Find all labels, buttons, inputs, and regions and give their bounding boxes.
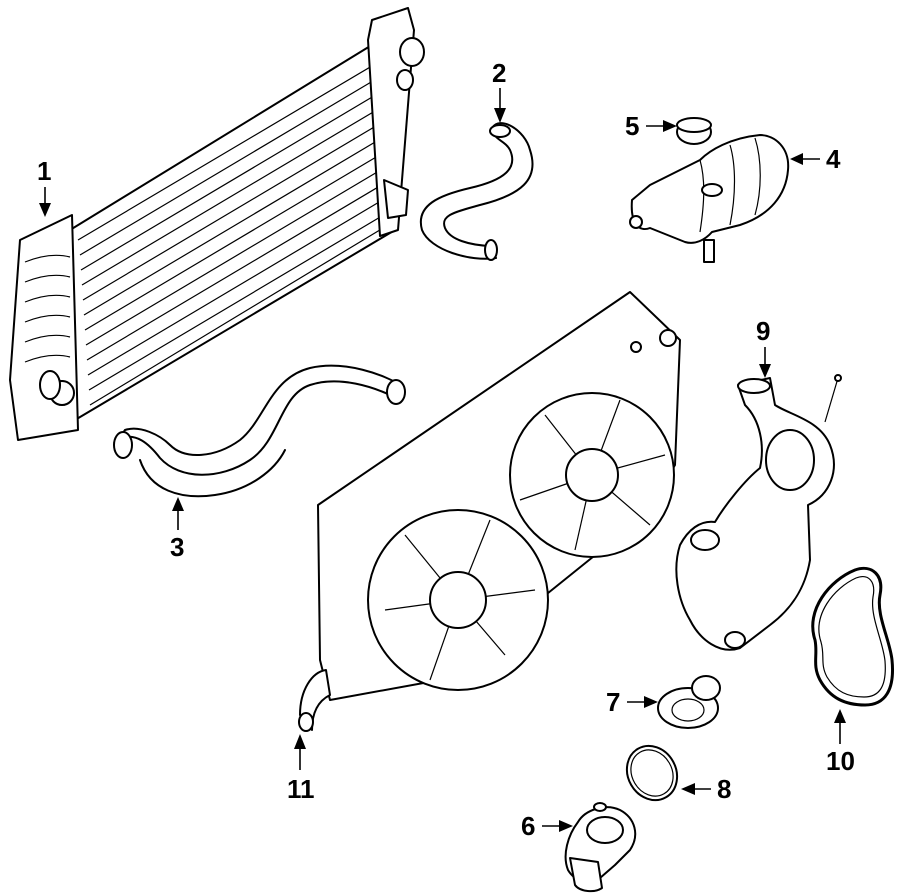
callout-6: 6 <box>521 811 573 841</box>
callout-7: 7 <box>606 687 658 717</box>
radiator <box>9 7 425 441</box>
callout-number: 7 <box>606 687 620 717</box>
coolant-reservoir <box>629 134 790 263</box>
thermostat-gasket <box>625 744 679 802</box>
callout-number: 5 <box>625 111 639 141</box>
thermostat <box>657 675 721 729</box>
callout-number: 8 <box>717 774 731 804</box>
callout-number: 10 <box>826 746 855 776</box>
upper-radiator-hose <box>419 122 534 261</box>
callout-number: 4 <box>826 144 841 174</box>
callout-8: 8 <box>681 774 731 804</box>
lower-radiator-hose <box>113 364 406 498</box>
thermostat-housing <box>564 802 637 893</box>
water-pump-gasket <box>811 567 895 707</box>
callout-number: 3 <box>170 532 184 562</box>
callout-2: 2 <box>492 58 506 123</box>
callout-number: 1 <box>37 156 51 186</box>
callout-5: 5 <box>625 111 677 141</box>
callout-1: 1 <box>37 156 51 217</box>
callout-number: 2 <box>492 58 506 88</box>
reservoir-cap <box>676 117 712 145</box>
callout-9: 9 <box>756 316 771 378</box>
water-pump <box>675 374 842 651</box>
callout-number: 9 <box>756 316 770 346</box>
callout-10: 10 <box>826 709 855 776</box>
callout-number: 6 <box>521 811 535 841</box>
callout-3: 3 <box>170 497 184 562</box>
callout-number: 11 <box>287 774 315 804</box>
cooling-fan-assembly <box>298 291 681 732</box>
callout-4: 4 <box>790 144 841 174</box>
callout-11: 11 <box>287 734 315 804</box>
